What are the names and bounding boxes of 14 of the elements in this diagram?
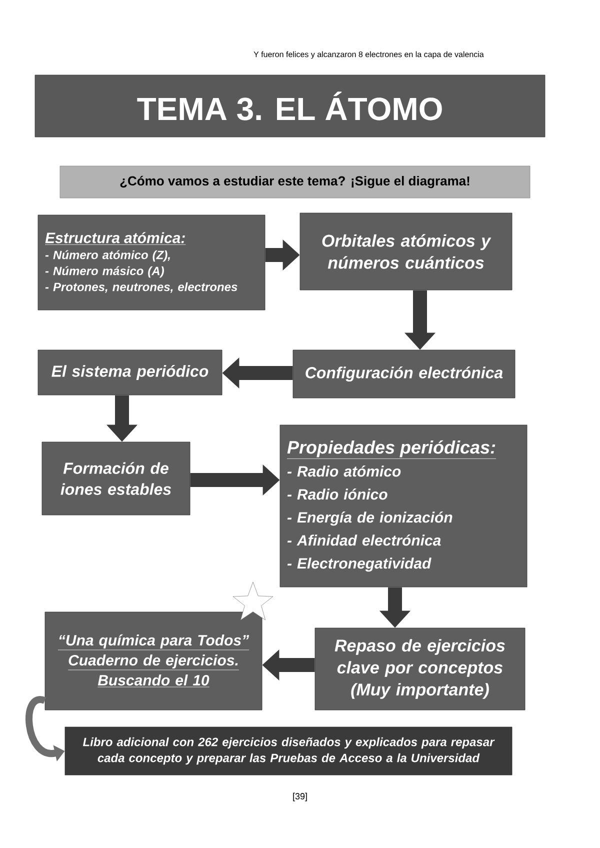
process-box: Libro adicional con 262 ejercicios diseñados y explicados para repasar cada concepto y preparar las Pruebas de Acceso a la Universidad [64,726,512,776]
process-box: Configuración electrónica [292,350,516,398]
title-banner: TEMA 3. EL ÁTOMO [34,74,546,138]
page-number: [39] [293,792,307,802]
header-note: Y fueron felices y alcanzaron 8 electrones en la capa de valencia [254,51,484,59]
process-box: Estructura atómica: - Número atómico (Z), - Número másico (A) - Protones, neutrones, electrones [38,214,266,310]
process-box: Orbitales atómicos y números cuánticos [300,212,512,290]
process-box: Repaso de ejercicios clave por conceptos (Muy importante) [314,628,526,710]
process-box: Propiedades periódicas: - Radio atómico - Radio iónico - Energía de ionización - Afinidad electrónica - Electronegatividad [280,424,528,588]
process-box: El sistema periódico [38,350,222,396]
star-icon [232,582,274,620]
process-box: Formación de iones estables [42,442,190,516]
process-box: “Una química para Todos” Cuaderno de ejercicios. Buscando el 10 [44,612,262,710]
subtitle-band: ¿Cómo vamos a estudiar este tema? ¡Sigue el diagrama! [60,166,530,198]
